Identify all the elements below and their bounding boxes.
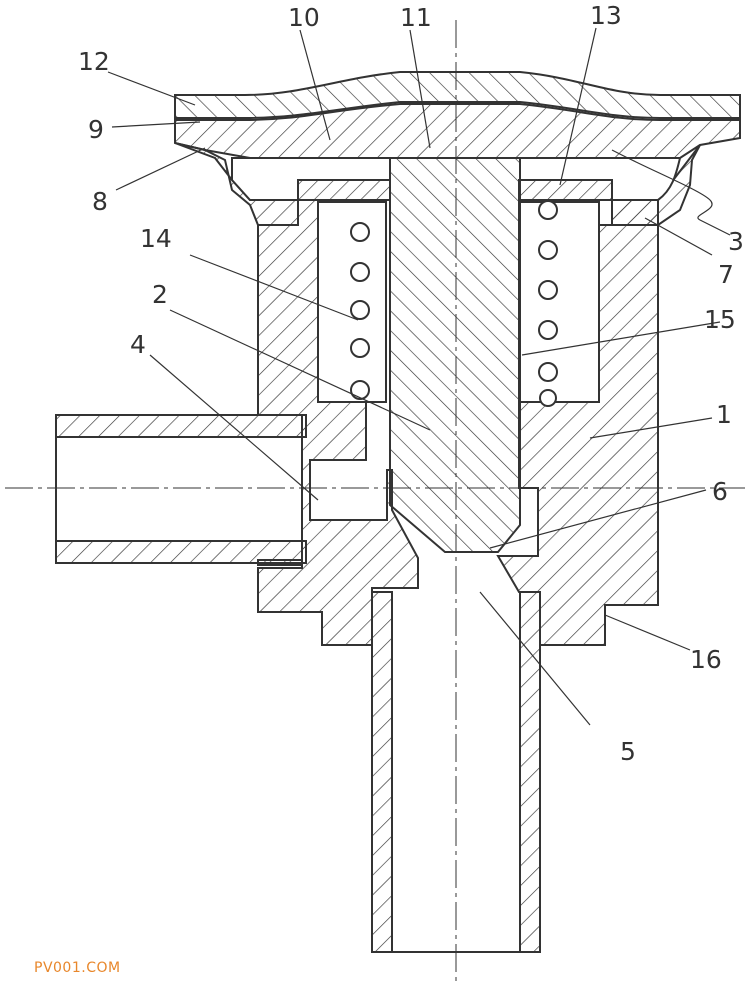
label-6: 6 [712,477,728,506]
watermark-text: PV001.COM [34,960,121,976]
label-14: 14 [140,224,172,253]
label-1: 1 [716,400,732,429]
spring-left [350,222,370,400]
valve-stem [389,157,521,553]
label-15: 15 [704,305,736,334]
inlet-tube [55,414,307,564]
label-8: 8 [92,187,108,216]
label-5: 5 [620,737,636,766]
label-11: 11 [400,3,432,32]
label-12: 12 [78,47,110,76]
outlet-tube [371,591,541,953]
label-9: 9 [88,115,104,144]
label-16: 16 [690,645,722,674]
spring-chamber-right [518,201,600,403]
label-10: 10 [288,3,320,32]
top-cover [174,71,741,119]
leader-lines [107,27,731,726]
diaphragm-chamber-space [231,157,682,201]
label-13: 13 [590,1,622,30]
label-3: 3 [728,227,744,256]
diaphragm [174,103,741,159]
label-4: 4 [130,330,146,359]
lower-housing [174,142,701,226]
label-7: 7 [718,260,734,289]
label-2: 2 [152,280,168,309]
